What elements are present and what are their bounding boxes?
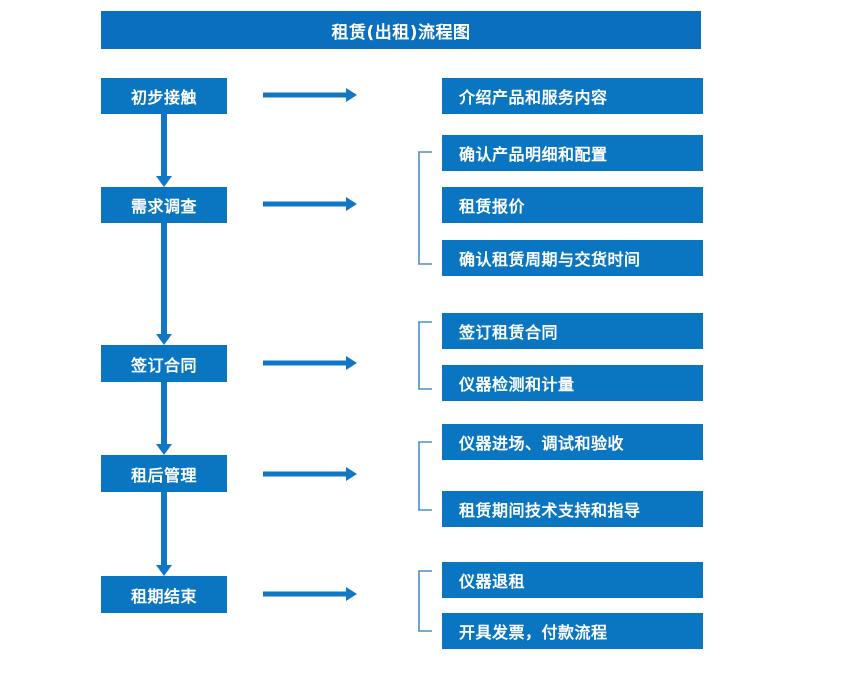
- stage-box-1[interactable]: 初步接触: [101, 78, 227, 114]
- detail-box-2-1[interactable]: 确认产品明细和配置: [442, 135, 703, 171]
- stage-arrow-1: [263, 88, 357, 102]
- stage-box-4[interactable]: 租后管理: [101, 455, 227, 492]
- detail-bracket-5: [418, 570, 432, 632]
- stage-arrow-5: [263, 587, 357, 601]
- detail-box-3-1[interactable]: 签订租赁合同: [442, 313, 703, 349]
- connector-arrow-2: [156, 223, 172, 345]
- stage-box-5[interactable]: 租期结束: [101, 576, 227, 613]
- detail-box-3-2[interactable]: 仪器检测和计量: [442, 365, 703, 401]
- detail-box-1-1[interactable]: 介绍产品和服务内容: [442, 78, 703, 114]
- connector-arrow-1: [156, 114, 172, 187]
- page-title: 租赁(出租)流程图: [101, 11, 701, 49]
- detail-bracket-3: [418, 321, 432, 390]
- detail-box-2-2[interactable]: 租赁报价: [442, 187, 703, 223]
- connector-arrow-4: [156, 492, 172, 576]
- stage-arrow-2: [263, 197, 357, 211]
- stage-box-3[interactable]: 签订合同: [101, 345, 227, 382]
- connector-arrow-3: [156, 382, 172, 455]
- stage-box-2[interactable]: 需求调查: [101, 187, 227, 223]
- detail-box-5-2[interactable]: 开具发票，付款流程: [442, 613, 703, 649]
- detail-bracket-2: [418, 151, 432, 265]
- detail-box-2-3[interactable]: 确认租赁周期与交货时间: [442, 240, 703, 276]
- detail-box-4-2[interactable]: 租赁期间技术支持和指导: [442, 491, 703, 527]
- detail-box-5-1[interactable]: 仪器退租: [442, 562, 703, 598]
- stage-arrow-4: [263, 467, 357, 481]
- stage-arrow-3: [263, 356, 357, 370]
- detail-bracket-4: [418, 441, 432, 511]
- detail-box-4-1[interactable]: 仪器进场、调试和验收: [442, 424, 703, 460]
